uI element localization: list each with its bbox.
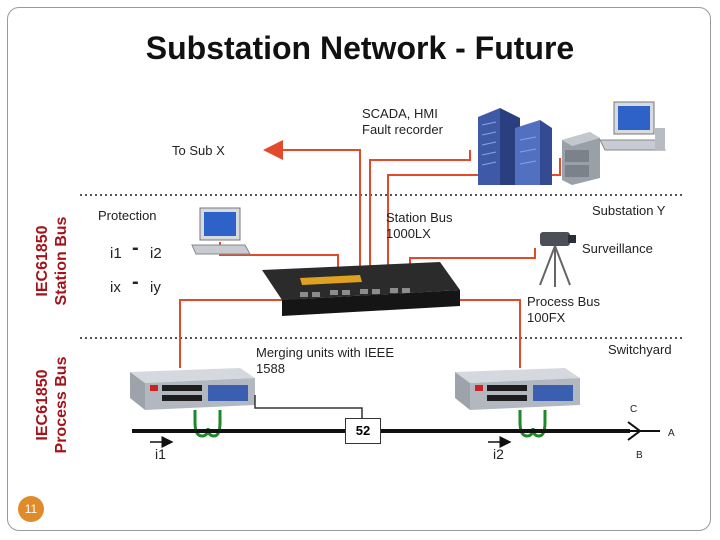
protection-computer-icon <box>191 207 251 255</box>
merging-unit-2-icon <box>455 368 580 410</box>
substation-y-label: Substation Y <box>592 203 666 218</box>
current-transformers <box>193 410 547 438</box>
protection-label: Protection <box>98 208 157 223</box>
switchyard-label: Switchyard <box>608 342 672 357</box>
file-cabinet-icon <box>562 132 600 185</box>
current-iy: iy <box>150 279 161 296</box>
hmi-computer-icon <box>599 101 666 151</box>
to-sub-x-label: To Sub X <box>172 143 225 158</box>
current-i2: i2 <box>150 245 162 262</box>
slide-frame <box>7 7 711 531</box>
surveillance-label: Surveillance <box>582 241 653 256</box>
breaker-control-line <box>254 395 363 418</box>
phase-c-label: C <box>630 404 638 415</box>
page-title: Substation Network - Future <box>145 30 575 66</box>
current-i1: i1 <box>110 245 122 262</box>
merging-unit-1-icon <box>130 368 255 410</box>
phase-b-label: B <box>636 450 643 461</box>
ethernet-switch-icon <box>262 262 460 316</box>
current-minus-2: - <box>132 271 139 293</box>
current-minus-1: - <box>132 237 139 259</box>
slide-number: 11 <box>18 496 44 522</box>
breaker-box: 52 <box>345 418 381 444</box>
bus-current-i2: i2 <box>493 446 504 462</box>
scada-server-icon <box>478 108 552 185</box>
surveillance-camera-icon <box>539 232 576 287</box>
phase-fork <box>627 421 660 441</box>
current-ix: ix <box>110 279 121 296</box>
bus-current-i1: i1 <box>155 446 166 462</box>
phase-a-label: A <box>668 428 675 439</box>
